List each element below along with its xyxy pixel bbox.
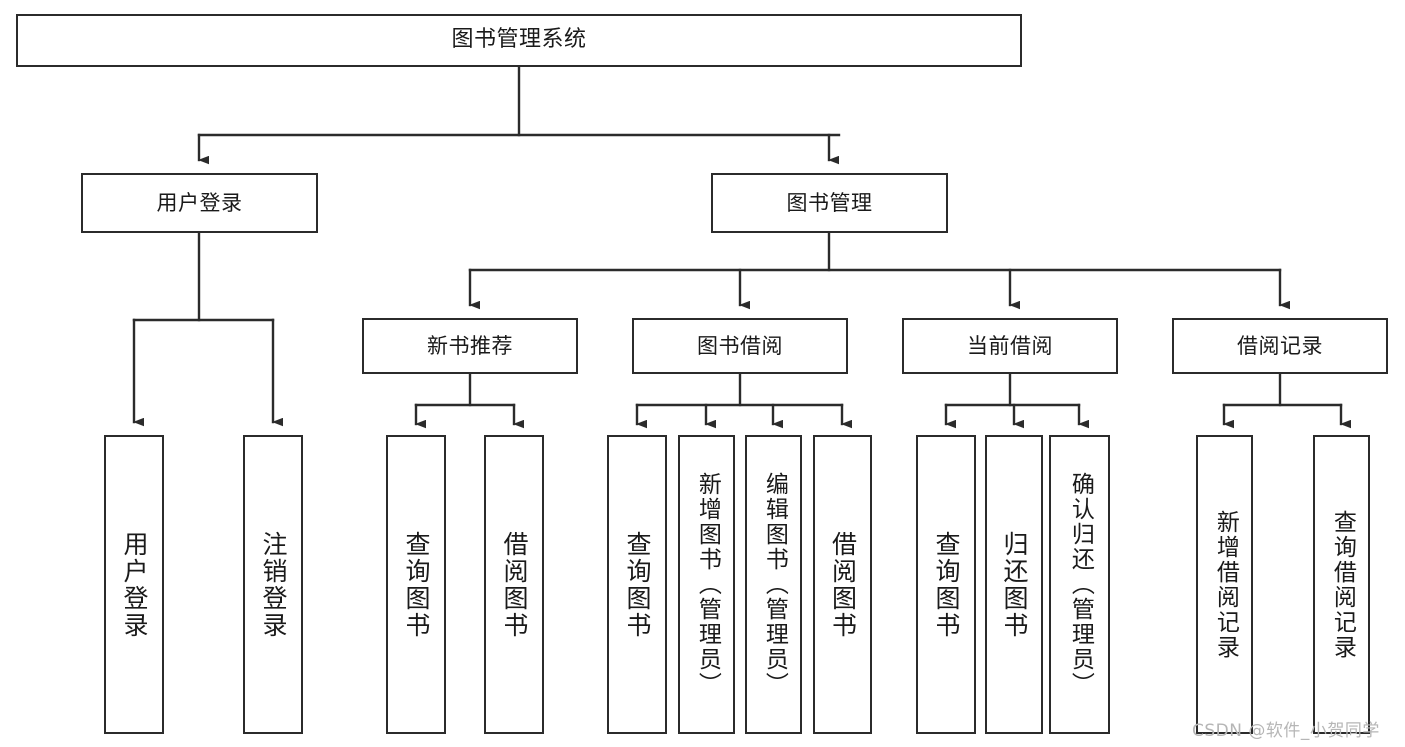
node-leaf-confirm-return-label: 确认归还（管理员） <box>1067 472 1094 697</box>
node-leaf-edit-book-label: 编辑图书（管理员） <box>761 472 788 697</box>
node-leaf-borrow-book-2[interactable]: 借阅图书 <box>813 435 872 734</box>
node-leaf-query-record[interactable]: 查询借阅记录 <box>1313 435 1370 734</box>
node-new-book-recommend[interactable]: 新书推荐 <box>362 318 578 374</box>
node-leaf-query-book-2[interactable]: 查询图书 <box>607 435 667 734</box>
node-user-login[interactable]: 用户登录 <box>81 173 318 233</box>
node-current-borrow[interactable]: 当前借阅 <box>902 318 1118 374</box>
node-leaf-user-login-label: 用户登录 <box>120 530 149 639</box>
node-leaf-user-logout[interactable]: 注销登录 <box>243 435 303 734</box>
node-leaf-query-book-1[interactable]: 查询图书 <box>386 435 446 734</box>
node-leaf-add-book[interactable]: 新增图书（管理员） <box>678 435 735 734</box>
node-leaf-query-book-3-label: 查询图书 <box>932 530 961 639</box>
node-leaf-add-record-label: 新增借阅记录 <box>1212 509 1239 660</box>
node-user-login-label: 用户登录 <box>156 190 243 215</box>
node-book-borrow-label: 图书借阅 <box>697 333 783 358</box>
node-current-borrow-label: 当前借阅 <box>967 333 1053 358</box>
node-leaf-query-book-3[interactable]: 查询图书 <box>916 435 976 734</box>
node-leaf-add-book-label: 新增图书（管理员） <box>694 472 721 697</box>
node-leaf-add-record[interactable]: 新增借阅记录 <box>1196 435 1253 734</box>
node-root[interactable]: 图书管理系统 <box>16 14 1022 67</box>
node-leaf-borrow-book-1-label: 借阅图书 <box>500 530 529 639</box>
node-new-book-recommend-label: 新书推荐 <box>427 333 513 358</box>
node-leaf-user-logout-label: 注销登录 <box>259 530 288 639</box>
node-leaf-return-book-label: 归还图书 <box>1000 530 1029 639</box>
node-leaf-query-book-2-label: 查询图书 <box>623 530 652 639</box>
node-leaf-edit-book[interactable]: 编辑图书（管理员） <box>745 435 802 734</box>
node-book-borrow[interactable]: 图书借阅 <box>632 318 848 374</box>
node-leaf-return-book[interactable]: 归还图书 <box>985 435 1043 734</box>
node-leaf-query-book-1-label: 查询图书 <box>402 530 431 639</box>
node-leaf-query-record-label: 查询借阅记录 <box>1329 509 1356 660</box>
node-borrow-record[interactable]: 借阅记录 <box>1172 318 1388 374</box>
node-book-manage-label: 图书管理 <box>786 190 873 215</box>
node-leaf-user-login[interactable]: 用户登录 <box>104 435 164 734</box>
node-root-label: 图书管理系统 <box>451 27 587 53</box>
node-leaf-borrow-book-2-label: 借阅图书 <box>828 530 858 639</box>
csdn-watermark: CSDN @软件_小贺同学 <box>1192 721 1380 741</box>
node-leaf-borrow-book-1[interactable]: 借阅图书 <box>484 435 544 734</box>
node-leaf-confirm-return[interactable]: 确认归还（管理员） <box>1049 435 1110 734</box>
node-book-manage[interactable]: 图书管理 <box>711 173 948 233</box>
node-borrow-record-label: 借阅记录 <box>1237 333 1323 358</box>
